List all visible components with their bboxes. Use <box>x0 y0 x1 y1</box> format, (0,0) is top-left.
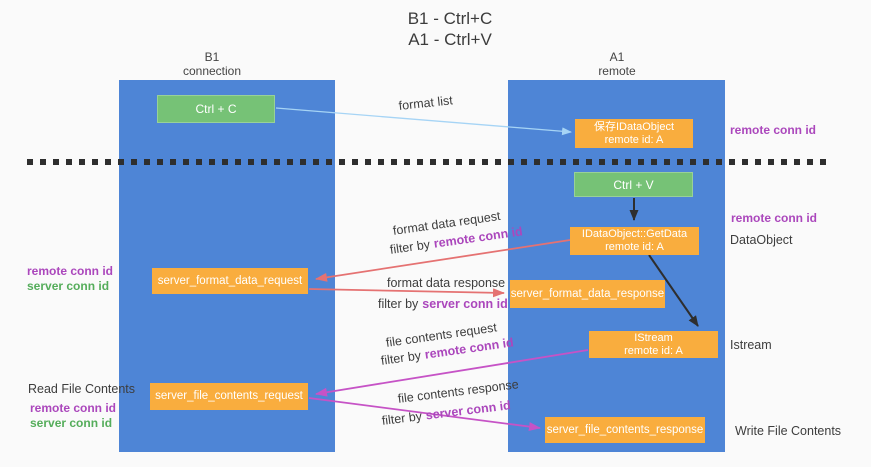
title-line-1: B1 - Ctrl+C <box>407 9 493 28</box>
server-file-contents-request-label: server_file_contents_request <box>155 390 303 402</box>
istream-box: IStream remote id: A <box>589 331 718 358</box>
left-column-role: connection <box>182 64 242 78</box>
remote-conn-id-annotation-left-top: remote conn id <box>27 264 114 278</box>
server-format-data-request-box: server_format_data_request <box>152 268 308 294</box>
istream-line2: remote id: A <box>624 344 683 357</box>
server-file-contents-request-box: server_file_contents_request <box>150 383 308 410</box>
server-format-data-request-label: server_format_data_request <box>157 274 303 287</box>
istream-annotation: Istream <box>730 338 772 352</box>
ctrl-v-box: Ctrl + V <box>574 172 693 197</box>
save-idataobject-box: 保存IDataObject remote id: A <box>575 119 693 148</box>
idataobject-getdata-box: IDataObject::GetData remote id: A <box>570 227 699 255</box>
getdata-line2: remote id: A <box>605 241 664 253</box>
server-conn-id-text: server conn id <box>422 297 508 311</box>
diagram-title: B1 - Ctrl+C A1 - Ctrl+V <box>330 8 570 50</box>
title-line-2: A1 - Ctrl+V <box>408 30 492 49</box>
read-file-contents-annotation: Read File Contents <box>28 382 136 396</box>
server-conn-id-text: server conn id <box>424 398 512 423</box>
filter-by-text: filter by <box>378 297 419 311</box>
right-column-role: remote <box>598 64 636 78</box>
filter-by-text: filter by <box>389 237 431 257</box>
remote-conn-id-annotation-top: remote conn id <box>730 123 817 137</box>
remote-conn-id-annotation-mid: remote conn id <box>731 211 818 225</box>
format-data-response-label: format data response <box>387 276 506 290</box>
server-format-data-response-label: server_format_data_response <box>510 287 665 300</box>
ctrl-v-label: Ctrl + V <box>613 177 654 192</box>
write-file-contents-annotation: Write File Contents <box>735 424 842 438</box>
save-idataobject-line1: 保存IDataObject <box>593 120 675 133</box>
format-list-label: format list <box>398 93 454 113</box>
dataobject-annotation: DataObject <box>730 233 793 247</box>
server-file-contents-response-label: server_file_contents_response <box>546 423 704 436</box>
getdata-line1: IDataObject::GetData <box>581 228 688 240</box>
left-column-name: B1 <box>204 50 220 64</box>
left-column-header: B1 connection <box>152 50 272 78</box>
server-file-contents-response-box: server_file_contents_response <box>545 417 705 443</box>
right-column-header: A1 remote <box>557 50 677 78</box>
server-format-data-response-box: server_format_data_response <box>510 280 665 308</box>
session-divider-dashed-line <box>27 159 831 165</box>
server-conn-id-annotation-left-bottom: server conn id <box>30 416 113 430</box>
istream-line1: IStream <box>634 331 673 344</box>
filter-by-text: filter by <box>381 409 423 428</box>
remote-conn-id-annotation-left-bottom: remote conn id <box>30 401 117 415</box>
right-column-name: A1 <box>609 50 625 64</box>
ctrl-c-label: Ctrl + C <box>195 102 237 116</box>
filter-by-text: filter by <box>380 348 422 368</box>
ctrl-c-box: Ctrl + C <box>157 95 275 123</box>
save-idataobject-line2: remote id: A <box>604 133 664 146</box>
server-conn-id-annotation-left-top: server conn id <box>27 279 110 293</box>
